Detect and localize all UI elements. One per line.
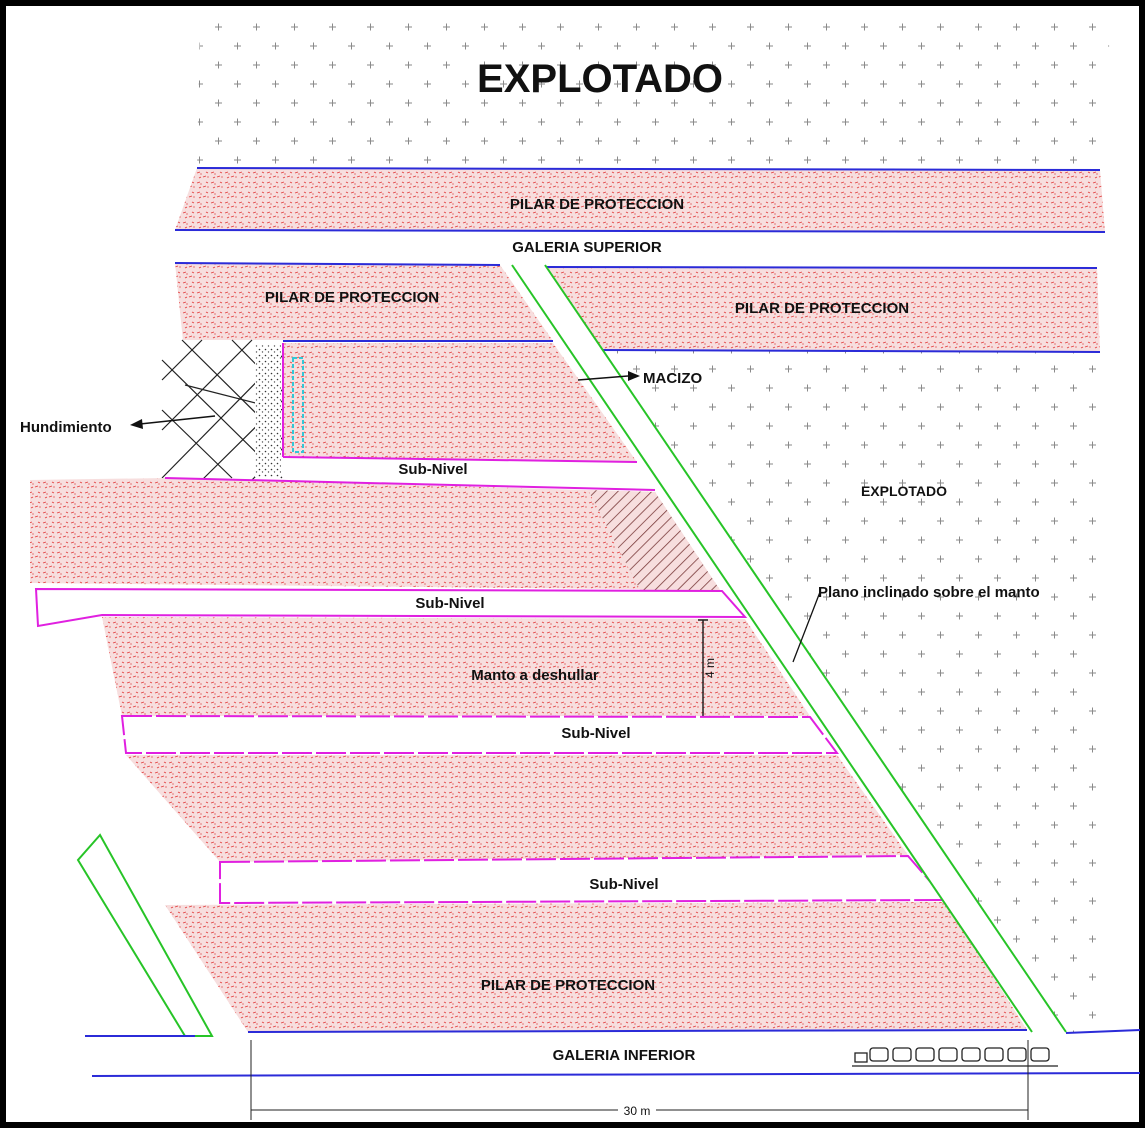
coal-block-1	[283, 343, 637, 462]
label-subnivel-1: Sub-Nivel	[398, 461, 467, 478]
plano-leader-line	[792, 591, 821, 663]
pillar-right-top-line	[542, 266, 1098, 269]
label-pilar-right: PILAR DE PROTECCION	[735, 300, 909, 317]
subnivel-1-top-line	[282, 456, 638, 463]
label-subnivel-4: Sub-Nivel	[589, 876, 658, 893]
label-pilar-left: PILAR DE PROTECCION	[265, 289, 439, 306]
label-macizo: MACIZO	[643, 370, 702, 387]
mine-cars	[852, 1047, 1058, 1067]
dimension-label-bg	[618, 1102, 656, 1118]
protection-pillar-top	[175, 168, 1105, 232]
protection-pillar-left	[175, 263, 553, 341]
hatched-area	[588, 490, 720, 590]
protection-pillar-right	[543, 267, 1100, 352]
galeria-inferior-bottom	[91, 1072, 1141, 1077]
label-pilar-bottom: PILAR DE PROTECCION	[481, 977, 655, 994]
inclined-plane-shaft	[512, 265, 1066, 1032]
coal-block-3	[102, 617, 810, 716]
pillar-top-lower-line	[174, 229, 1106, 233]
label-thickness: 4 m	[703, 658, 717, 678]
label-subnivel-3: Sub-Nivel	[561, 725, 630, 742]
label-manto: Manto a deshullar	[471, 667, 599, 684]
label-dimension: 30 m	[624, 1104, 651, 1118]
label-subnivel-2: Sub-Nivel	[415, 595, 484, 612]
pillar-right-bottom-line	[599, 349, 1101, 353]
coal-block-4	[126, 755, 908, 862]
protection-pillar-bottom	[165, 902, 1027, 1032]
pillar-left-top-line	[174, 262, 501, 266]
label-plano-inclinado: Plano inclinado sobre el manto	[818, 584, 1040, 601]
support-column	[292, 357, 304, 453]
hundimiento-arrow	[130, 415, 216, 429]
label-galeria-superior: GALERIA SUPERIOR	[512, 239, 662, 256]
pillar-top-upper-line	[196, 167, 1101, 171]
rubble-column	[255, 345, 281, 477]
subnivel-3-gallery	[120, 714, 839, 754]
macizo-arrow	[577, 371, 640, 381]
exploited-zone-top	[197, 20, 1110, 168]
label-hundimiento: Hundimiento	[20, 419, 112, 436]
subnivel-4-gallery	[219, 854, 949, 905]
subnivel-2-gallery	[34, 587, 748, 628]
exploited-zone-right	[545, 268, 1102, 1032]
inclined-plane-left-edge	[511, 264, 1033, 1033]
inclined-plane-right-edge	[544, 264, 1067, 1033]
label-explotado-right: EXPLOTADO	[861, 483, 947, 499]
caved-area	[162, 340, 283, 480]
pillar-bottom-base-line	[247, 1029, 1028, 1033]
subnivel-1-bottom-line	[164, 477, 656, 491]
label-pilar-top: PILAR DE PROTECCION	[510, 196, 684, 213]
label-galeria-inferior: GALERIA INFERIOR	[553, 1047, 696, 1064]
coal-block-2	[30, 478, 720, 590]
galeria-inferior-top-right	[1065, 1029, 1141, 1034]
diagram-title: EXPLOTADO	[477, 57, 723, 101]
